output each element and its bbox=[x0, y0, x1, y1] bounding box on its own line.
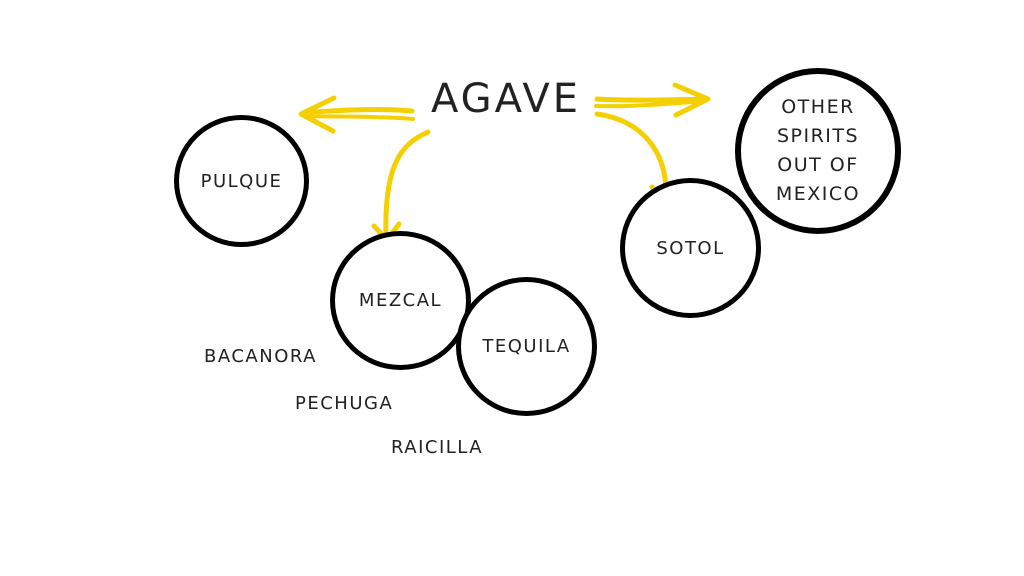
subtype-bacanora: BACANORA bbox=[204, 346, 317, 367]
arrow-to-pulque bbox=[298, 95, 415, 134]
arrow-to-other-spirits bbox=[594, 82, 711, 118]
node-pulque: PULQUE bbox=[174, 115, 309, 247]
subtype-raicilla: RAICILLA bbox=[391, 437, 484, 458]
node-other-spirits: OTHER SPIRITS OUT OF MEXICO bbox=[735, 68, 901, 234]
node-tequila: TEQUILA bbox=[456, 277, 597, 416]
node-mezcal: MEZCAL bbox=[330, 231, 471, 370]
diagram-title: AGAVE bbox=[430, 76, 582, 122]
node-pulque-label: PULQUE bbox=[200, 170, 283, 192]
arrow-to-mezcal bbox=[371, 129, 431, 243]
node-mezcal-label: MEZCAL bbox=[358, 290, 443, 311]
node-other-spirits-label: OTHER SPIRITS OUT OF MEXICO bbox=[775, 96, 861, 205]
node-sotol-label: SOTOL bbox=[656, 237, 725, 259]
node-tequila-label: TEQUILA bbox=[482, 336, 571, 357]
node-sotol: SOTOL bbox=[620, 178, 761, 318]
subtype-pechuga: PECHUGA bbox=[295, 393, 394, 414]
